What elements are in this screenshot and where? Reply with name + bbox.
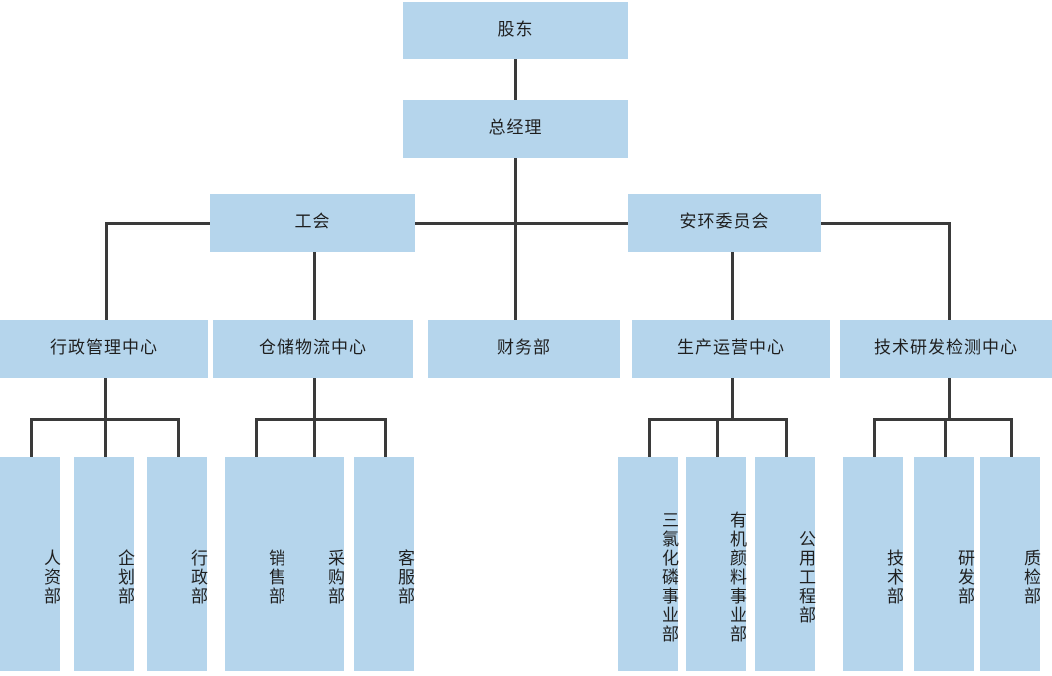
connector-committee-to-production [731,252,734,320]
node-organic-pigment-division[interactable]: 有机颜料事业部 [686,457,746,671]
node-planning-department[interactable]: 企划部 [74,457,134,671]
node-shareholders[interactable]: 股东 [403,2,628,59]
connector-admin-stem [104,378,107,420]
connector-production-child-3 [785,418,788,458]
node-pcl3-division[interactable]: 三氯化磷事业部 [618,457,678,671]
node-rd-department[interactable]: 研发部 [914,457,974,671]
connector-tech-bar [873,418,1013,421]
node-tech-rd-testing-center[interactable]: 技术研发检测中心 [840,320,1052,378]
connector-union-to-warehouse [313,252,316,320]
node-finance-department[interactable]: 财务部 [428,320,620,378]
connector-to-admin-center [105,222,108,320]
connector-production-child-2 [716,418,719,458]
connector-warehouse-child-3 [384,418,387,458]
node-admin-management-center[interactable]: 行政管理中心 [0,320,208,378]
node-sales-department[interactable]: 销售部 [225,457,285,671]
connector-admin-child-1 [30,418,33,458]
node-administration-department[interactable]: 行政部 [147,457,207,671]
node-utility-engineering-department[interactable]: 公用工程部 [755,457,815,671]
node-labor-union[interactable]: 工会 [210,194,415,252]
node-production-operation-center[interactable]: 生产运营中心 [632,320,830,378]
node-customer-service-department[interactable]: 客服部 [354,457,414,671]
connector-to-tech-center [948,222,951,320]
connector-production-stem [731,378,734,420]
connector-shareholders-to-gm [514,59,517,100]
connector-tech-child-1 [873,418,876,458]
connector-tech-child-3 [1010,418,1013,458]
connector-warehouse-child-1 [255,418,258,458]
node-safety-environment-committee[interactable]: 安环委员会 [628,194,821,252]
connector-gm-trunk [514,158,517,320]
node-hr-department[interactable]: 人资部 [0,457,60,671]
node-quality-inspection-department[interactable]: 质检部 [980,457,1040,671]
connector-tech-child-2 [944,418,947,458]
node-technology-department[interactable]: 技术部 [843,457,903,671]
connector-level3-bar [105,222,951,225]
node-warehouse-logistics-center[interactable]: 仓储物流中心 [213,320,413,378]
connector-warehouse-bar [255,418,387,421]
connector-admin-child-2 [104,418,107,458]
connector-warehouse-stem [313,378,316,420]
node-general-manager[interactable]: 总经理 [403,100,628,158]
connector-tech-stem [948,378,951,420]
connector-production-child-1 [648,418,651,458]
node-procurement-department[interactable]: 采购部 [284,457,344,671]
connector-admin-child-3 [177,418,180,458]
connector-warehouse-child-2 [313,418,316,458]
